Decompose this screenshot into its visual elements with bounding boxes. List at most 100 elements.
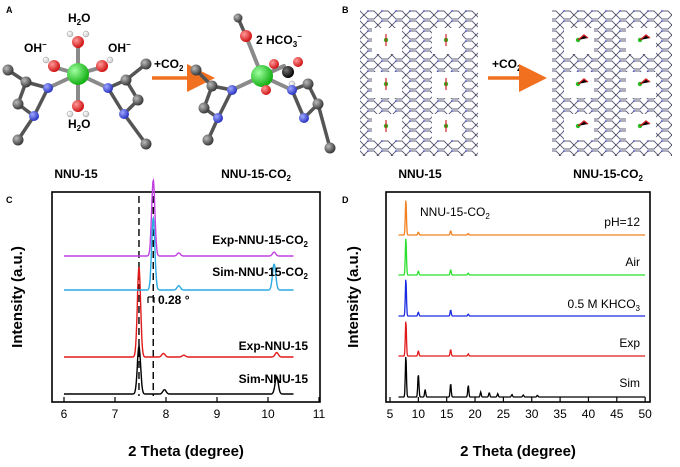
carbon-atom: [140, 138, 152, 150]
x-tick-label-d: 50: [638, 407, 652, 421]
x-tick-label-d: 5: [387, 407, 394, 421]
hydrogen-atom: [66, 30, 74, 38]
oxygen-atom: [48, 60, 60, 72]
carbon-atom: [233, 13, 243, 23]
series-line-d: [398, 321, 646, 357]
carbon-atom: [324, 142, 336, 154]
series-label-c: Sim-NNU-15: [239, 372, 309, 386]
caption-nnu15-b: NNU-15: [398, 167, 442, 181]
shift-annotation: 0.28 °: [147, 293, 190, 307]
series-line-d: [398, 200, 646, 236]
oxygen-atom: [261, 85, 271, 95]
caption-nnu15-a: NNU-15: [54, 167, 98, 181]
x-tick-label-d: 20: [468, 407, 482, 421]
series-line-c: [64, 215, 294, 291]
ni-atom: [67, 63, 89, 85]
x-tick-label-d: 40: [582, 407, 596, 421]
nnu15-co2-molecule: [190, 13, 336, 154]
series-lines-c: [64, 177, 294, 396]
nitrogen-atom: [213, 113, 223, 123]
carbon-atom: [206, 80, 218, 92]
x-tick-label-d: 10: [412, 407, 426, 421]
axes-frame-c: [51, 191, 321, 403]
oxygen-atom: [72, 36, 84, 48]
x-tick-label-d: 45: [610, 407, 624, 421]
x-tick-label-d: 30: [525, 407, 539, 421]
series-label-c: Exp-NNU-15-CO2: [212, 233, 308, 249]
arrow-label-a: +CO2: [154, 57, 184, 73]
hydrogen-atom: [82, 30, 90, 38]
carbon-atom: [12, 134, 24, 146]
framework-nnu15: [360, 10, 478, 156]
series-labels-c: Sim-NNU-15 Exp-NNU-15 Sim-NNU-15-CO2 Exp-NN…: [212, 233, 308, 386]
x-tick-label-d: 25: [497, 407, 511, 421]
oxygen-atom: [293, 57, 303, 67]
x-axis-ticks-d: 5 10 15 20 25 30 35 40 45 50: [387, 397, 652, 421]
carbon-atom: [190, 64, 202, 76]
nitrogen-atom: [119, 109, 129, 119]
x-axis-label-c: 2 Theta (degree): [128, 443, 244, 460]
hydrogen-atom: [106, 56, 114, 64]
label-oh-left: OH−: [24, 40, 47, 55]
series-label-c: Exp-NNU-15: [239, 339, 309, 353]
series-line-d: [398, 279, 646, 317]
hydrogen-atom: [42, 56, 50, 64]
carbon-atom: [140, 58, 152, 70]
shift-label: 0.28 °: [158, 293, 190, 307]
series-label-d: Air: [625, 255, 640, 269]
nitrogen-atom: [227, 85, 237, 95]
nitrogen-atom: [29, 111, 39, 121]
label-h2o-bottom: H2O: [68, 117, 90, 133]
series-lines-d: [398, 200, 646, 398]
nitrogen-atom: [287, 85, 297, 95]
carbon-atom: [312, 98, 324, 110]
panel-c-letter: C: [6, 195, 13, 205]
nitrogen-atom: [43, 83, 53, 93]
x-tick-label-d: 15: [440, 407, 454, 421]
panel-a-structure: A: [2, 5, 336, 183]
series-label-d: 0.5 M KHCO3: [568, 297, 641, 313]
x-tick-label-d: 35: [553, 407, 567, 421]
carbon-atom: [120, 74, 132, 86]
series-label-d: Exp: [619, 336, 640, 350]
panel-d-letter: D: [342, 195, 349, 205]
series-line-d: [398, 238, 646, 276]
oxygen-atom: [72, 100, 84, 112]
series-line-d: [398, 356, 646, 398]
series-line-c: [64, 267, 294, 358]
label-oh-right: OH−: [108, 40, 131, 55]
label-h2o-top: H2O: [68, 11, 90, 27]
nitrogen-atom: [103, 83, 113, 93]
panel-a-letter: A: [6, 5, 13, 15]
carbon-atom: [2, 64, 14, 76]
caption-nnu15co2-a: NNU-15-CO2: [221, 167, 291, 183]
d-title-label: NNU-15-CO2: [420, 205, 490, 221]
nitrogen-atom: [299, 113, 309, 123]
oxygen-atom: [96, 60, 108, 72]
oxygen-atom: [240, 30, 252, 42]
carbon-atom: [20, 76, 32, 88]
x-tick-label-c: 8: [163, 407, 170, 421]
x-tick-label-c: 6: [61, 407, 68, 421]
hydrogen-atom: [82, 110, 90, 118]
y-axis-label-c: Intensity (a.u.): [9, 246, 26, 348]
series-label-d: Sim: [619, 376, 640, 390]
panel-b-letter: B: [342, 5, 349, 15]
x-tick-label-c: 9: [214, 407, 221, 421]
series-line-c: [64, 343, 294, 395]
series-label-c: Sim-NNU-15-CO2: [212, 265, 308, 281]
panel-d-chart: D 5 10 15 20 25 30 35 40 45 50 Sim Exp 0.5 M KHCO3 A…: [342, 191, 652, 460]
carbon-atom: [302, 78, 314, 90]
series-line-c: [64, 177, 294, 257]
x-tick-label-c: 7: [112, 407, 119, 421]
carbon-atom: [12, 98, 24, 110]
x-axis-label-d: 2 Theta (degree): [460, 443, 576, 460]
oxygen-atom: [269, 59, 279, 69]
x-tick-label-c: 10: [261, 407, 275, 421]
caption-nnu15co2-b: NNU-15-CO2: [573, 167, 643, 183]
panel-b-framework: B +CO2: [342, 5, 672, 183]
